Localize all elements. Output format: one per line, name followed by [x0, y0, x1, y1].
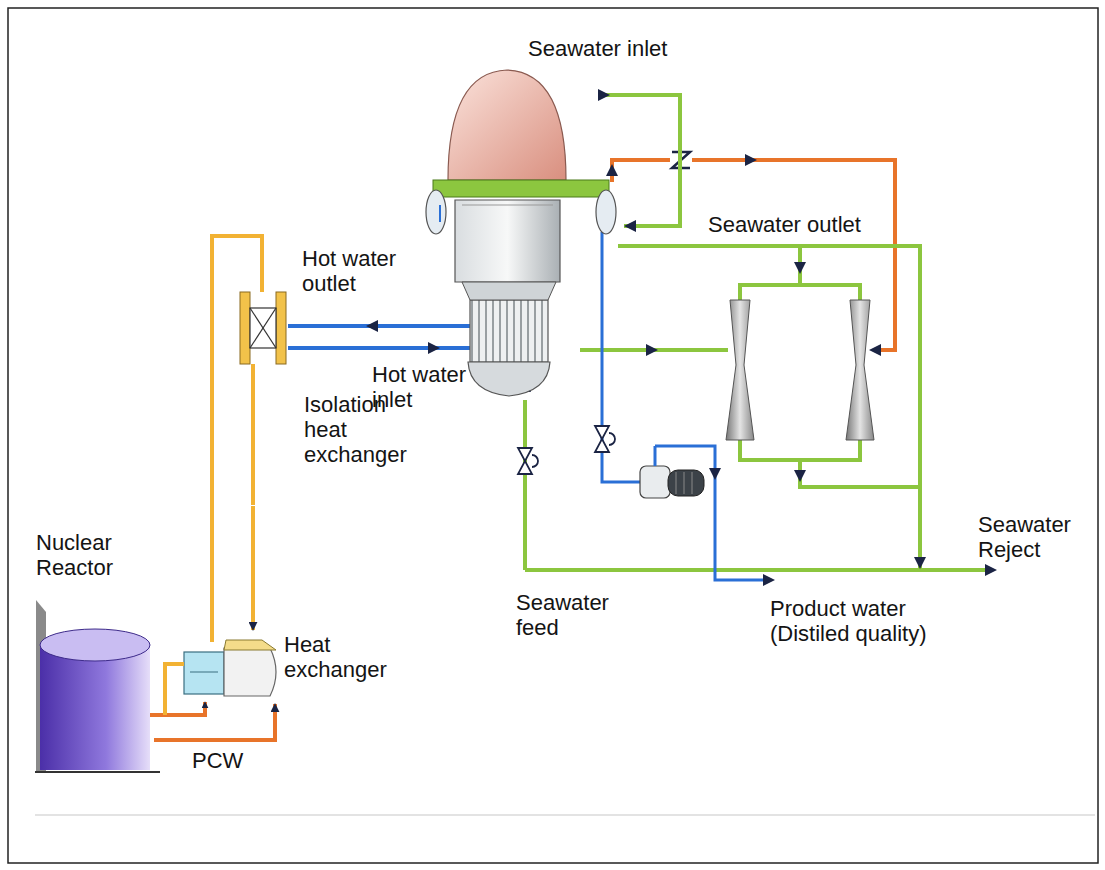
hot-water-pipes: [288, 326, 472, 348]
flow-arrow: [598, 89, 610, 101]
product-water-pipe: [602, 232, 765, 580]
frame: [8, 8, 1098, 863]
component-label: Nuclear Reactor: [36, 530, 113, 580]
stream-label: Product water (Distiled quality): [770, 596, 985, 646]
stream-label: Seawater outlet: [708, 212, 893, 237]
stream-label: Seawater Reject: [978, 512, 1088, 562]
pump: [640, 446, 704, 498]
isolation-loop: [165, 236, 262, 715]
flow-arrow: [869, 344, 881, 356]
heat-exchanger-symbol: [184, 640, 276, 696]
rule-line: [35, 814, 1095, 816]
flow-arrow: [428, 342, 440, 354]
flow-arrow: [794, 470, 806, 482]
stream-label: Hot water inlet: [372, 362, 484, 412]
flow-arrow: [985, 564, 997, 576]
flow-arrow: [646, 344, 658, 356]
heat-exchanger-node: Heat exchanger: [178, 630, 391, 704]
flow-arrow: [745, 154, 757, 166]
flow-arrow: [763, 574, 775, 586]
stream-label: Hot water outlet: [302, 246, 422, 296]
seawater-pipes: [525, 95, 985, 570]
pcw-pipe: [150, 702, 205, 715]
flow-arrow: [794, 262, 806, 274]
pipe-connector: [251, 506, 255, 630]
valve: [518, 426, 615, 474]
stream-label: Seawater feed: [516, 590, 626, 640]
reactor-vessel: [35, 600, 160, 772]
ejector: [726, 300, 874, 440]
reactor-node: Nuclear Reactor: [36, 528, 154, 776]
flow-arrow: [606, 164, 618, 176]
pipe-connector: [154, 704, 275, 740]
flow-arrow: [624, 220, 636, 232]
flow-arrow: [366, 320, 378, 332]
flow-arrow: [709, 468, 721, 480]
stream-label: Seawater inlet: [528, 36, 728, 61]
isolation-heat-exchanger-symbol: [240, 292, 286, 364]
flow-arrow: [914, 557, 926, 569]
component-label: Heat exchanger: [284, 632, 387, 682]
edge-label: PCW: [190, 748, 245, 773]
evaporator-vessel: [426, 70, 616, 396]
